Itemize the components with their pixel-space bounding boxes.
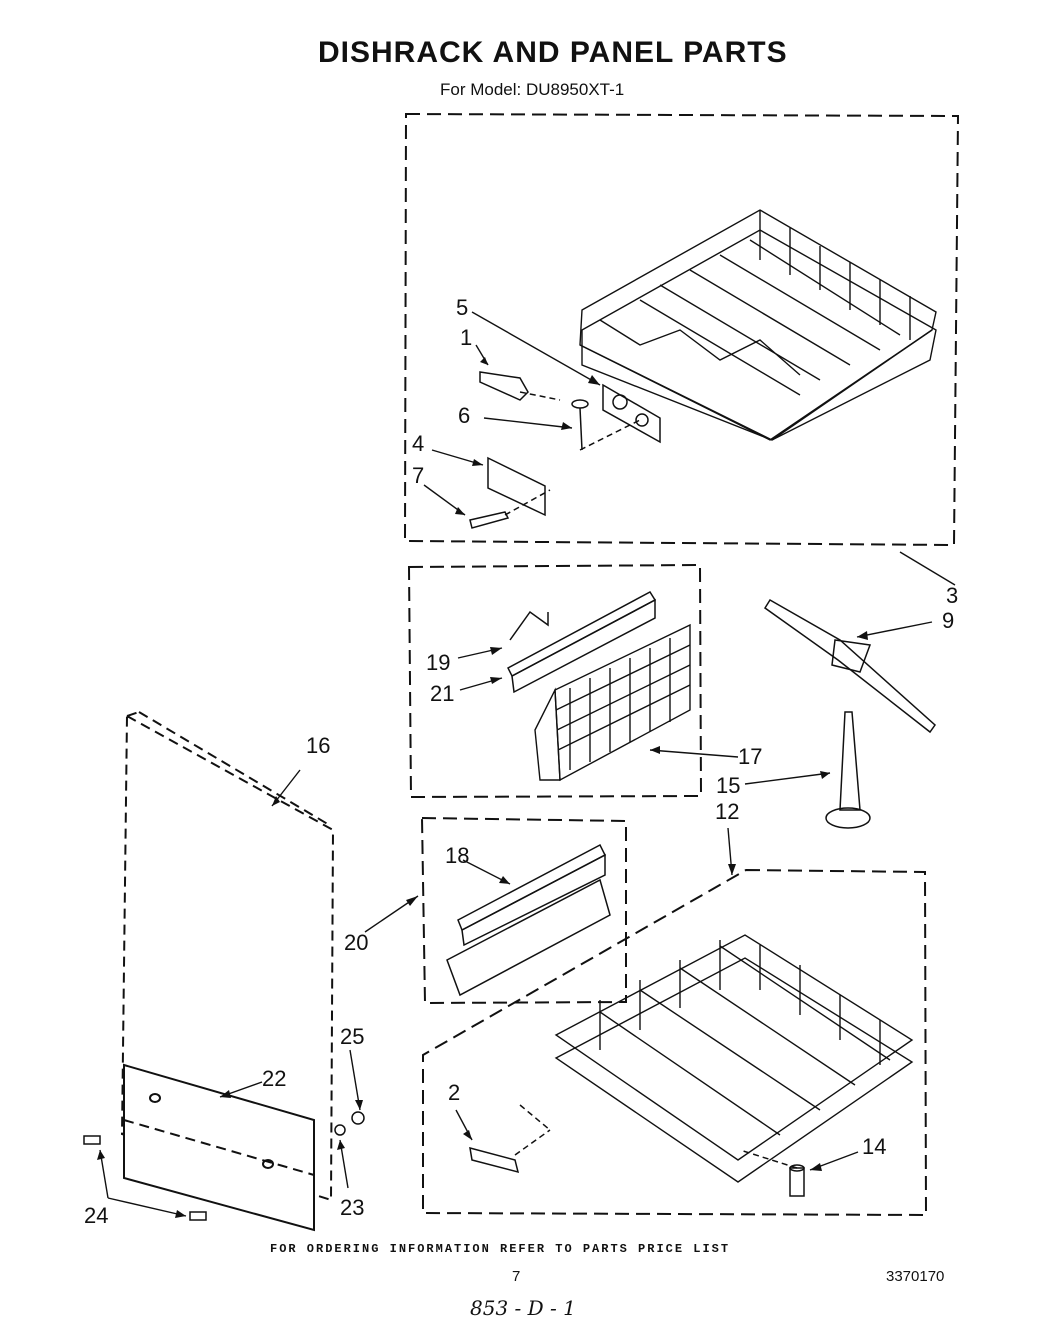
callout-7: 7 [412, 463, 425, 488]
callout-20: 20 [344, 930, 369, 955]
access-panel [123, 1063, 315, 1232]
callout-24: 24 [84, 1203, 109, 1228]
lower-rack-roller [469, 1104, 551, 1174]
rack-stop-clip [479, 371, 561, 401]
callout-19: 19 [426, 650, 451, 675]
spray-arm [763, 598, 937, 734]
basket-clip [509, 610, 549, 641]
rack-bumper [487, 456, 546, 517]
rail-group-box [420, 816, 627, 1005]
callout-22: 22 [262, 1066, 287, 1091]
lower-rack-stud [739, 1149, 805, 1197]
callout-21: 21 [430, 681, 455, 706]
panel-screw [83, 1135, 207, 1221]
callout-17: 17 [738, 744, 763, 769]
callout-15: 15 [716, 773, 741, 798]
door-panel [120, 711, 335, 1202]
callout-23: 23 [340, 1195, 365, 1220]
callout-16: 16 [306, 733, 331, 758]
handwritten-note: 853 - D - 1 [470, 1296, 576, 1320]
ordering-note: FOR ORDERING INFORMATION REFER TO PARTS … [270, 1242, 731, 1256]
callout-12: 12 [715, 799, 740, 824]
callout-9: 9 [942, 608, 955, 633]
callout-6: 6 [458, 403, 471, 428]
rack-screw [469, 489, 551, 529]
basket-rail [507, 591, 657, 694]
upper-rack [579, 209, 937, 441]
callout-1: 1 [460, 325, 473, 350]
page-number: 7 [512, 1268, 521, 1285]
basket-group-box [407, 563, 703, 799]
callout-14: 14 [862, 1134, 887, 1159]
callout-2: 2 [448, 1080, 461, 1105]
document-number: 3370170 [886, 1268, 945, 1285]
lower-rack [554, 934, 914, 1183]
page-title: DISHRACK AND PANEL PARTS [318, 36, 788, 69]
rack-rail [446, 843, 611, 997]
callout-4: 4 [412, 431, 425, 456]
rack-roller-stud [571, 399, 641, 451]
upper-rack-group-box [403, 112, 960, 547]
spray-tower [825, 711, 871, 829]
model-subtitle: For Model: DU8950XT-1 [440, 80, 625, 99]
callout-18: 18 [445, 843, 470, 868]
callout-5: 5 [456, 295, 469, 320]
silverware-basket [534, 623, 691, 782]
arrowheads [97, 357, 868, 1218]
rack-roller-bracket [602, 383, 661, 444]
panel-washer-nut [334, 1111, 365, 1136]
callout-25: 25 [340, 1024, 365, 1049]
callout-3: 3 [946, 583, 959, 608]
lower-rack-group-box [422, 868, 928, 1217]
